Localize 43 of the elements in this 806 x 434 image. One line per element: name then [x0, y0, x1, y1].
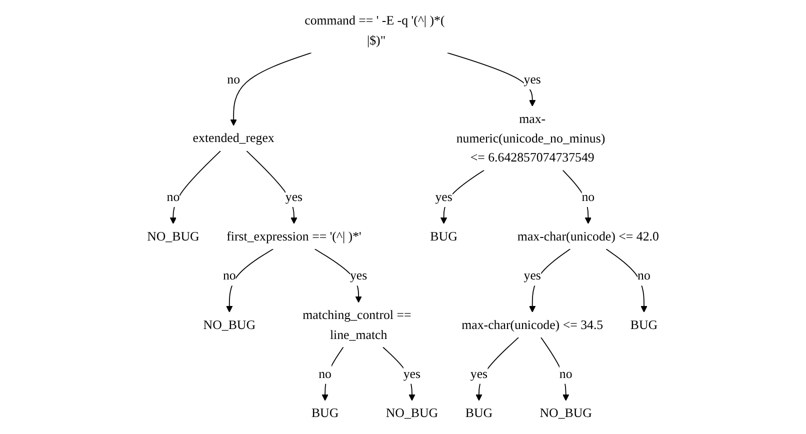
edge-label: no	[638, 268, 650, 283]
arrow	[529, 248, 571, 312]
arrow	[314, 248, 362, 303]
edge-label: yes	[285, 190, 303, 204]
arrow	[562, 170, 592, 224]
node-text: BUG	[630, 317, 658, 332]
edge-label: yes	[403, 366, 421, 381]
edge-label: yes	[470, 366, 488, 381]
edge-label: no	[227, 72, 240, 86]
arrow	[540, 337, 570, 401]
node-text: matching_control == line_match	[302, 308, 412, 342]
edge-label: no	[318, 366, 332, 381]
node-text: BUG	[465, 406, 493, 420]
arrow	[322, 346, 344, 401]
arrow	[226, 248, 274, 312]
node-text: BUG	[430, 228, 458, 244]
edge-label: yes	[350, 268, 368, 283]
arrow	[606, 248, 648, 312]
arrow	[446, 52, 536, 106]
edge-label: no	[582, 190, 595, 204]
edge-label: no	[166, 190, 180, 204]
node-text: NO_BUG	[203, 317, 256, 332]
arrow	[170, 150, 221, 224]
node-text: max-char(unicode) <= 34.5	[462, 317, 604, 332]
arrow	[246, 150, 298, 224]
edge-label: no	[222, 268, 236, 283]
node-text: max-numeric(unicode_no_minus) <= 6.642857074737549	[456, 111, 606, 165]
node-text: NO_BUG	[386, 406, 438, 420]
node-text: first_expression == '(^| )*'	[226, 228, 362, 244]
node-text: command == ' -E -q '(^| )*( |$)"	[304, 13, 445, 48]
arrow	[440, 170, 485, 224]
edge-label: yes	[524, 268, 541, 283]
edge-label: no	[559, 366, 572, 381]
arrow	[230, 52, 312, 126]
node-text: extended_regex	[192, 130, 274, 146]
node-text: BUG	[311, 406, 339, 420]
arrow	[382, 346, 416, 401]
node-text: max-char(unicode) <= 42.0	[517, 228, 659, 244]
edge-label: yes	[524, 72, 541, 86]
node-text: NO_BUG	[540, 406, 592, 420]
node-text: NO_BUG	[147, 228, 200, 244]
edge-label: yes	[435, 190, 452, 204]
arrow	[476, 337, 519, 401]
